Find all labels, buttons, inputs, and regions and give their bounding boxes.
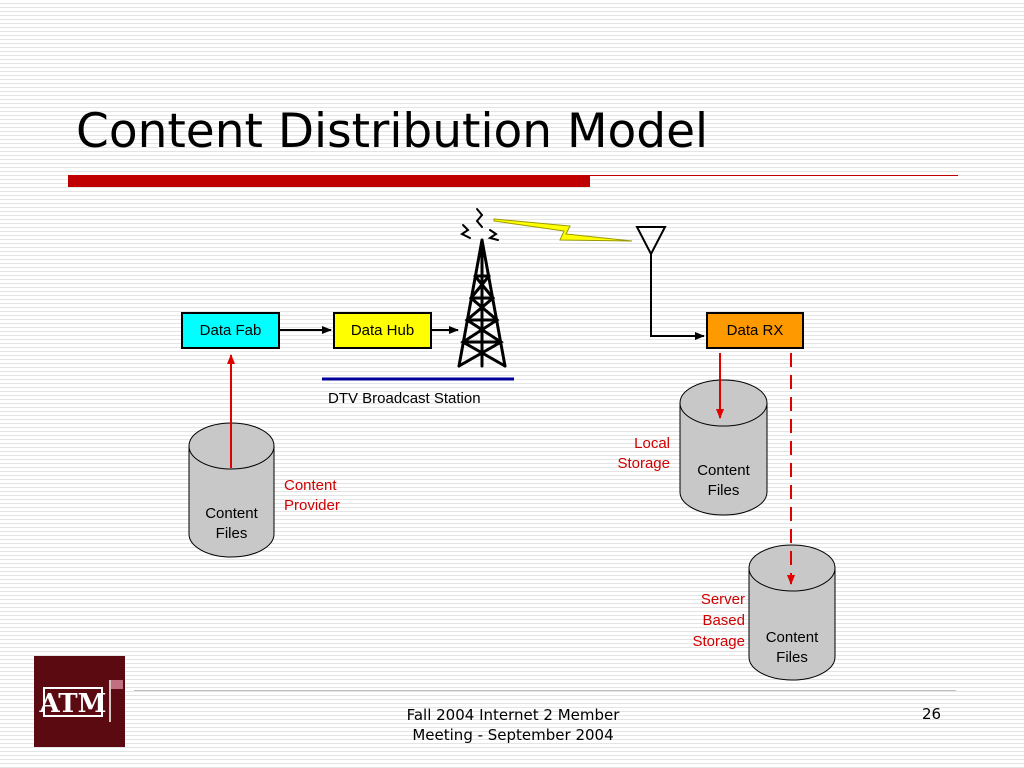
local-cylinder-line2: Files bbox=[707, 482, 740, 499]
content-provider-label-line1: Content bbox=[284, 477, 337, 494]
data-rx-label: Data RX bbox=[726, 322, 784, 339]
local-storage-label-line1: Local bbox=[634, 435, 670, 452]
server-storage-label-line2: Based bbox=[702, 612, 745, 629]
page-number: 26 bbox=[922, 705, 942, 723]
footer-line1: Fall 2004 Internet 2 Member bbox=[406, 706, 620, 724]
provider-cylinder-line1: Content bbox=[205, 505, 258, 522]
local-storage-label: Local Storage bbox=[590, 434, 670, 474]
local-cylinder-line1: Content bbox=[697, 462, 750, 479]
server-storage-label-line3: Storage bbox=[692, 633, 745, 650]
server-storage-label-line1: Server bbox=[700, 591, 745, 608]
data-rx-box: Data RX bbox=[706, 312, 804, 349]
data-hub-box: Data Hub bbox=[333, 312, 432, 349]
title-rule-thin bbox=[590, 175, 958, 176]
footer-rule bbox=[134, 690, 956, 691]
lightning-bolt-icon bbox=[493, 218, 633, 242]
title-rule-thick bbox=[68, 175, 590, 187]
provider-cylinder-label: Content Files bbox=[189, 504, 274, 544]
local-storage-label-line2: Storage bbox=[617, 455, 670, 472]
slide-footer: Fall 2004 Internet 2 Member Meeting - Se… bbox=[378, 705, 648, 745]
content-provider-label-line2: Provider bbox=[284, 497, 340, 514]
footer-line2: Meeting - September 2004 bbox=[412, 726, 614, 744]
data-fab-box: Data Fab bbox=[181, 312, 280, 349]
arrow-antenna-to-rx bbox=[650, 254, 705, 340]
local-cylinder-label: Content Files bbox=[680, 461, 767, 501]
server-cylinder-line2: Files bbox=[776, 649, 808, 666]
local-storage-cylinder bbox=[679, 379, 768, 516]
content-provider-label: Content Provider bbox=[284, 476, 340, 516]
svg-text:ATM: ATM bbox=[39, 689, 107, 719]
antenna-icon bbox=[635, 226, 667, 257]
server-cylinder-line1: Content bbox=[765, 629, 819, 646]
server-storage-cylinder bbox=[748, 544, 836, 681]
slide-title: Content Distribution Model bbox=[76, 104, 709, 159]
server-cylinder-label: Content Files bbox=[749, 628, 835, 668]
data-hub-label: Data Hub bbox=[350, 322, 415, 339]
texas-am-logo-icon: ATM bbox=[34, 656, 125, 747]
server-storage-label: Server Based Storage bbox=[660, 589, 745, 652]
provider-cylinder-line2: Files bbox=[215, 525, 248, 542]
data-fab-label: Data Fab bbox=[199, 322, 262, 339]
broadcast-tower-icon bbox=[457, 208, 507, 368]
dtv-station-label: DTV Broadcast Station bbox=[328, 390, 481, 407]
title-rule bbox=[68, 175, 958, 187]
